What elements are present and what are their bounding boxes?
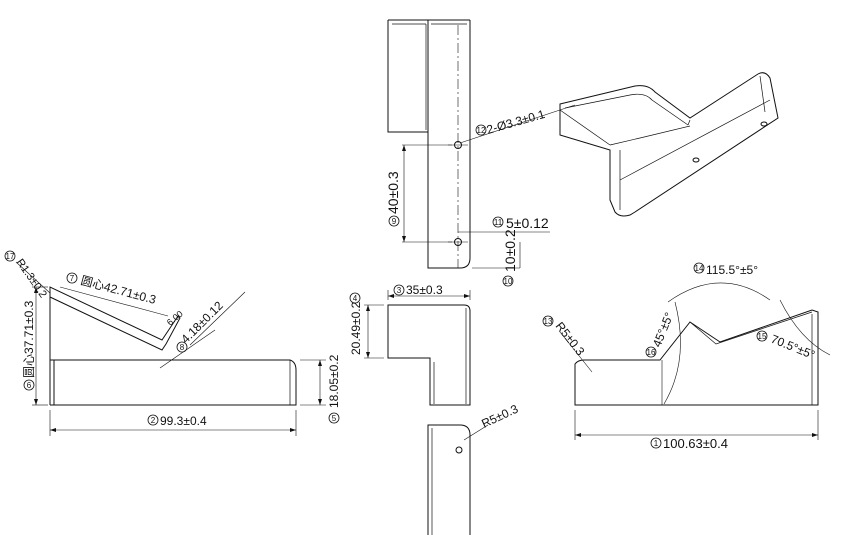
isometric-view [559,72,779,217]
svg-text:100.63±0.4: 100.63±0.4 [663,436,728,451]
svg-text:6: 6 [27,381,32,390]
dim-angle-bend: 15 70.5°±5° [756,330,817,362]
svg-text:45°±5°: 45°±5° [650,310,677,349]
dim-height-left: 6 圆心37.71±0.3 [22,300,36,391]
dim-top-mid: 3 35±0.3 [393,283,443,297]
svg-text:115.5°±5°: 115.5°±5° [706,263,758,277]
dim-radius-right: 13 R5±0.3 [542,315,588,359]
dim-width: 8 4.18±0.12 [176,298,226,353]
dim-radius-bottom: R5±0.3 [479,402,520,431]
svg-text:圆心37.71±0.3: 圆心37.71±0.3 [22,300,36,378]
svg-text:2: 2 [151,416,156,425]
svg-text:3: 3 [397,286,402,295]
svg-text:16: 16 [647,348,656,357]
svg-text:14: 14 [695,264,704,273]
dim-holes: 12 2-Ø3.3±0.1 [475,107,547,137]
svg-text:99.3±0.4: 99.3±0.4 [160,414,207,428]
dim-base-height: 5 18.05±0.2 [327,354,341,424]
svg-text:1: 1 [654,439,659,448]
svg-text:5±0.12: 5±0.12 [506,215,549,231]
svg-text:10: 10 [504,277,513,286]
dim-angle-large: 14 115.5°±5° [693,262,758,277]
svg-text:35±0.3: 35±0.3 [406,283,443,297]
center-top-view: 12 2-Ø3.3±0.1 9 40±0.3 11 5±0.12 10 10±0… [385,19,576,287]
svg-text:15: 15 [758,332,767,341]
dim-hole-spacing: 9 40±0.3 [385,171,401,227]
svg-text:20.49±0.2: 20.49±0.2 [349,301,363,355]
svg-text:40±0.3: 40±0.3 [385,171,401,214]
svg-text:圆心42.71±0.3: 圆心42.71±0.3 [79,273,158,307]
dim-flange: 11 5±0.12 [492,215,549,231]
svg-text:13: 13 [544,317,553,326]
svg-text:R5±0.3: R5±0.3 [553,319,588,358]
svg-text:70.5°±5°: 70.5°±5° [769,332,817,362]
svg-text:11: 11 [494,218,503,227]
svg-text:12: 12 [477,126,486,135]
svg-text:8: 8 [180,343,185,352]
dim-angle-45: 16 45°±5° [645,310,677,358]
dim-height-mid: 4 20.49±0.2 [349,292,363,355]
dim-edge: 10 10±0.2 [502,229,518,287]
center-bottom-view: R5±0.3 [427,402,521,535]
dim-small-angle: 6.00 [165,309,185,328]
svg-text:2-Ø3.3±0.1: 2-Ø3.3±0.1 [485,107,547,137]
svg-text:5: 5 [332,414,337,423]
center-mid-view: 3 35±0.3 4 20.49±0.2 [349,283,471,406]
svg-text:10±0.2: 10±0.2 [502,229,518,272]
dim-length-left: 2 99.3±0.4 [147,414,207,428]
svg-text:17: 17 [6,252,15,261]
svg-text:18.05±0.2: 18.05±0.2 [327,354,341,408]
left-view: 17 R1.3±0.2 7 圆心42.71±0.3 6.00 8 4.18±0.… [4,250,341,436]
right-view: 13 R5±0.3 14 115.5°±5° 15 70.5°±5° 16 45… [542,262,831,451]
svg-text:4: 4 [353,294,358,303]
svg-text:9: 9 [392,217,397,226]
dim-radius-left: 17 R1.3±0.2 [4,250,49,300]
svg-text:7: 7 [70,274,75,283]
svg-text:R1.3±0.2: R1.3±0.2 [14,257,49,300]
dim-length-right: 1 100.63±0.4 [650,436,728,451]
